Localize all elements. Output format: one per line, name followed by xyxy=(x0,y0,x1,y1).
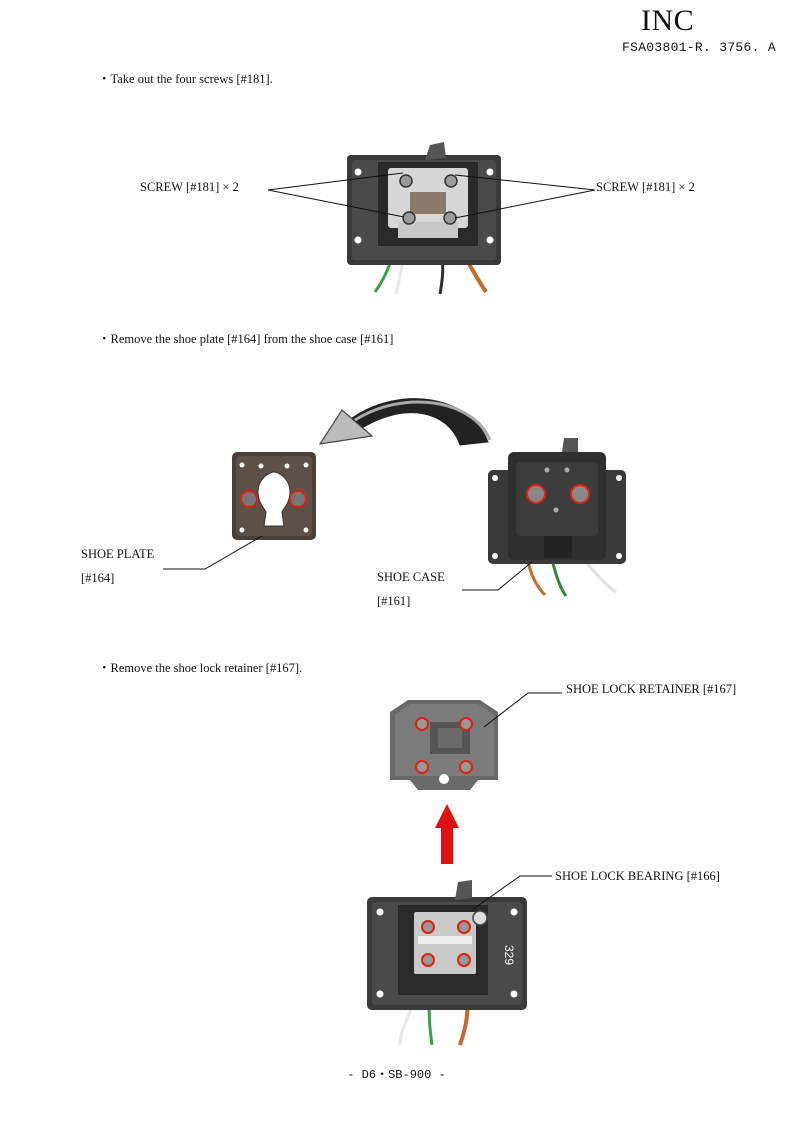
shoe-lock-retainer-photo xyxy=(390,700,498,790)
shoe-lock-bearing-photo: 329 xyxy=(367,880,527,1046)
shoe-plate-label: SHOE PLATE xyxy=(81,547,155,561)
shoe-case-number: [#161] xyxy=(377,594,411,608)
red-up-arrow xyxy=(435,804,459,864)
step-1-text: ・Take out the four screws [#181]. xyxy=(98,72,273,86)
figure-1-shoe-unit-photo xyxy=(347,142,501,295)
figure-1-callout-lines xyxy=(267,172,596,219)
curved-arrow xyxy=(318,398,492,446)
shoe-lock-bearing-label: SHOE LOCK BEARING [#166] xyxy=(555,869,720,883)
shoe-case-label: SHOE CASE xyxy=(377,570,445,584)
screw-right-label: SCREW [#181] × 2 xyxy=(596,180,695,194)
shoe-plate-photo xyxy=(232,452,316,540)
figure-3-callout-lines xyxy=(471,692,562,911)
figure-2-callout-lines xyxy=(163,535,533,591)
document-code: FSA03801-R. 3756. A xyxy=(622,40,776,55)
step-2-text: ・Remove the shoe plate [#164] from the s… xyxy=(98,332,394,346)
shoe-lock-retainer-label: SHOE LOCK RETAINER [#167] xyxy=(566,682,737,696)
step-3-text: ・Remove the shoe lock retainer [#167]. xyxy=(98,661,303,675)
shoe-plate-number: [#164] xyxy=(81,571,115,585)
screw-left-label: SCREW [#181] × 2 xyxy=(140,180,239,194)
stamp-number: 329 xyxy=(502,945,516,965)
header-title: INC xyxy=(641,4,695,37)
shoe-case-photo xyxy=(488,438,626,597)
page-footer: - D6・SB-900 - xyxy=(347,1068,446,1082)
